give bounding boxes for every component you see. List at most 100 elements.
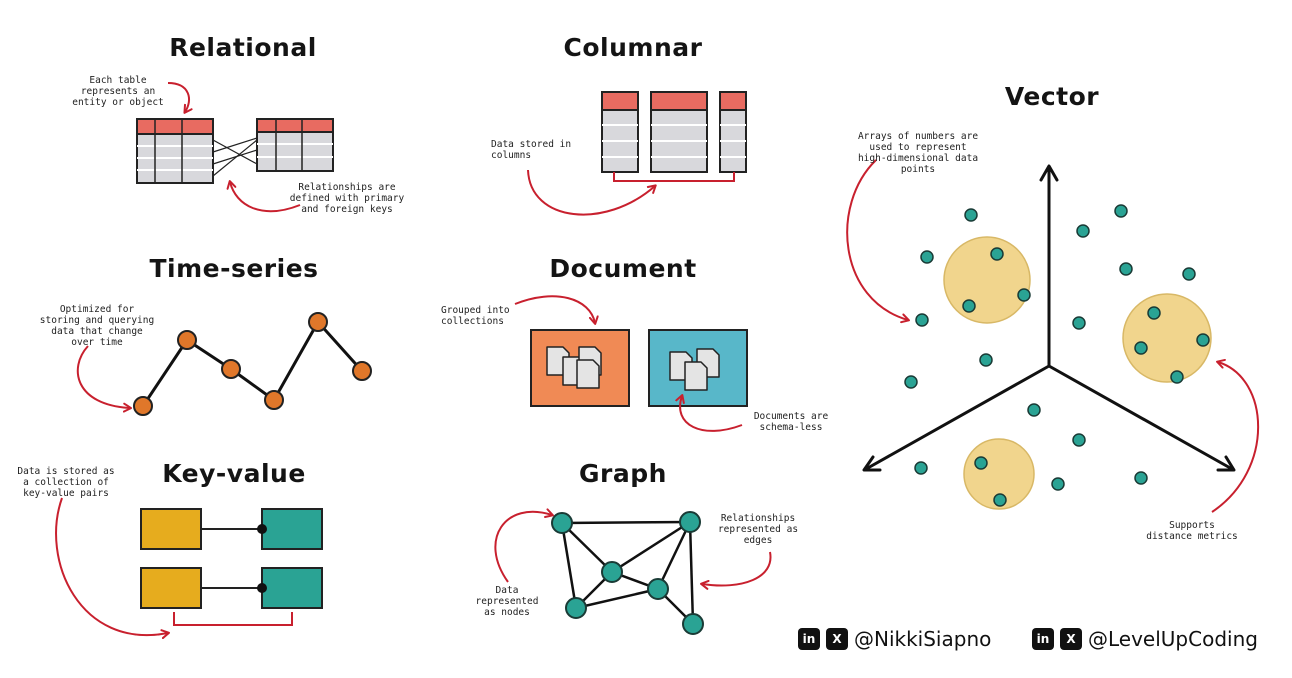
vector-cluster [943, 236, 1031, 324]
graph-edges-note: Relationships represented as edges [717, 513, 799, 546]
vector-point [974, 456, 988, 470]
document-diagram [514, 295, 748, 432]
timeseries-point [352, 361, 372, 381]
graph-title: Graph [579, 459, 667, 488]
relational-table-right [256, 118, 334, 172]
columnar-title: Columnar [563, 33, 703, 62]
handle-levelupcoding[interactable]: in X @LevelUpCoding [1032, 627, 1258, 651]
timeseries-point [264, 390, 284, 410]
vector-point [1147, 306, 1161, 320]
vector-point [1170, 370, 1184, 384]
vector-point [962, 299, 976, 313]
column-1 [601, 91, 639, 173]
keyvalue-bracket [173, 612, 293, 626]
timeseries-point [308, 312, 328, 332]
handle-nikki-text: @NikkiSiapno [854, 627, 992, 651]
graph-node [601, 561, 623, 583]
x-icon: X [1060, 628, 1082, 650]
graph-node [679, 511, 701, 533]
keyvalue-arrow [55, 497, 170, 640]
handle-levelupcoding-text: @LevelUpCoding [1088, 627, 1258, 651]
relational-keys-note: Relationships are defined with primary a… [289, 182, 405, 215]
timeseries-point [221, 359, 241, 379]
vector-axes [862, 164, 1236, 472]
document-collections-note: Grouped into collections [441, 305, 510, 327]
columnar-diagram [527, 91, 747, 216]
vector-point [979, 353, 993, 367]
vector-point [1076, 224, 1090, 238]
keyvalue-note: Data is stored as a collection of key-va… [17, 466, 115, 499]
linkedin-icon: in [798, 628, 820, 650]
vector-title: Vector [1004, 82, 1100, 111]
vector-point [1119, 262, 1133, 276]
vector-point [915, 313, 929, 327]
graph-node [565, 597, 587, 619]
keyvalue-title: Key-value [162, 459, 306, 488]
vector-point [964, 208, 978, 222]
document-schema-arrow [675, 394, 743, 432]
linkedin-icon: in [1032, 628, 1054, 650]
vector-point [1072, 433, 1086, 447]
graph-nodes-arrow [494, 508, 554, 583]
vector-cluster [1122, 293, 1212, 383]
vector-points [904, 204, 1210, 507]
graph-nodes-note: Data represented as nodes [475, 585, 539, 618]
vector-point [1196, 333, 1210, 347]
vector-point [1017, 288, 1031, 302]
relational-links [212, 137, 258, 177]
graph-edges-arrow [700, 551, 772, 590]
vector-point [1182, 267, 1196, 281]
columnar-arrow [527, 169, 657, 216]
document-schema-note: Documents are schema-less [753, 411, 829, 433]
timeseries-point [133, 396, 153, 416]
graph-node [551, 512, 573, 534]
vector-point [904, 375, 918, 389]
graph-node [647, 578, 669, 600]
document-files-orange [546, 346, 602, 389]
vector-point [1134, 341, 1148, 355]
value-box [261, 567, 323, 609]
vector-point [993, 493, 1007, 507]
relational-diagram [136, 82, 334, 213]
columnar-bracket [613, 172, 735, 182]
value-box [261, 508, 323, 550]
relational-table-left [136, 118, 214, 184]
vector-point [1027, 403, 1041, 417]
vector-arrays-note: Arrays of numbers are used to represent … [857, 131, 979, 175]
column-2 [650, 91, 708, 173]
key-box [140, 508, 202, 550]
vector-point [1114, 204, 1128, 218]
graph-node [682, 613, 704, 635]
document-collections-arrow [514, 295, 599, 325]
vector-point [1072, 316, 1086, 330]
vector-point [990, 247, 1004, 261]
timeseries-diagram [76, 312, 372, 416]
x-icon: X [826, 628, 848, 650]
timeseries-title: Time-series [149, 254, 319, 283]
columnar-note: Data stored in columns [491, 139, 572, 161]
relational-table-note: Each table represents an entity or objec… [72, 75, 164, 108]
timeseries-point [177, 330, 197, 350]
keyvalue-diagram [55, 497, 323, 640]
graph-nodes [551, 511, 704, 635]
relational-title: Relational [169, 33, 317, 62]
vector-point [1051, 477, 1065, 491]
vector-metrics-arrow [1211, 358, 1259, 513]
vector-point [920, 250, 934, 264]
vector-point [914, 461, 928, 475]
graph-diagram [494, 508, 772, 635]
relational-table-arrow [167, 82, 193, 114]
vector-point [1134, 471, 1148, 485]
vector-diagram [846, 159, 1259, 513]
handle-nikki[interactable]: in X @NikkiSiapno [798, 627, 991, 651]
column-3 [719, 91, 747, 173]
vector-metrics-note: Supports distance metrics [1146, 520, 1238, 542]
document-title: Document [549, 254, 697, 283]
document-files-blue [669, 348, 720, 391]
timeseries-points [133, 312, 372, 416]
vector-arrays-arrow [846, 159, 910, 324]
relational-keys-arrow [226, 180, 301, 213]
timeseries-arrow [76, 345, 132, 413]
